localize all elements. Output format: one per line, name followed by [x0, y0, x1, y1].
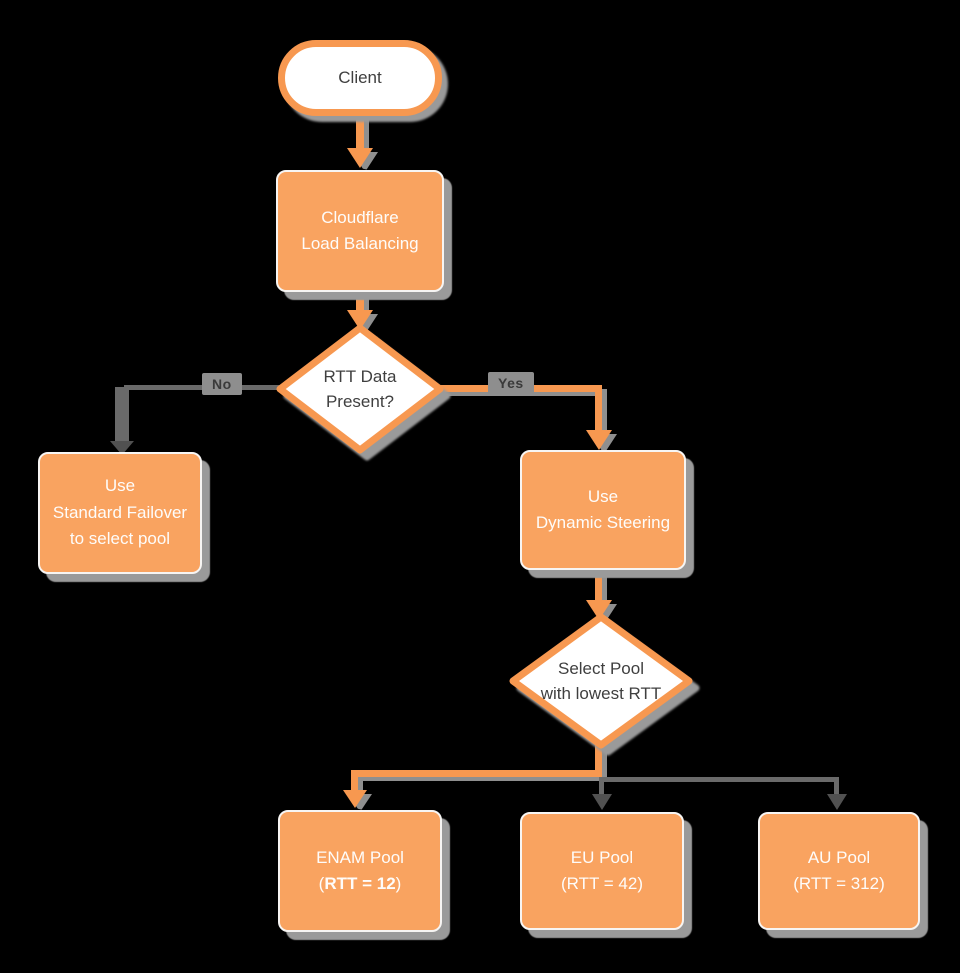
node-dynamic-steering-line2: Dynamic Steering: [535, 513, 671, 532]
node-dynamic-steering-label: Use Dynamic Steering: [536, 484, 670, 537]
edge-label-yes: Yes: [488, 372, 534, 394]
arrowhead-client-cloudflare: [347, 148, 373, 171]
edge-label-no: No: [202, 373, 242, 395]
arrowhead-selectpool-eu: [592, 794, 612, 813]
node-standard-failover-line3: to select pool: [69, 529, 171, 549]
node-enam-pool-label: ENAM Pool (RTT = 12): [316, 845, 404, 898]
node-cloudflare-load-balancing: Cloudflare Load Balancing: [276, 170, 444, 292]
node-cloudflare-line1: Cloudflare: [321, 207, 399, 227]
node-eu-pool-line2: (RTT = 42): [560, 874, 644, 893]
node-au-pool-line2: (RTT = 312): [793, 874, 885, 893]
node-eu-pool-label: EU Pool (RTT = 42): [561, 845, 643, 898]
node-dynamic-steering-line1: Use: [587, 486, 619, 506]
node-eu-pool: EU Pool (RTT = 42): [520, 812, 684, 930]
enam-rtt-value: RTT = 12: [324, 874, 396, 893]
edge-selectpool-enam-v: [351, 775, 358, 792]
node-cloudflare-line2: Load Balancing: [301, 234, 419, 253]
edge-cloudflare-rtt: [356, 292, 364, 312]
edge-selectpool-au-h: [601, 777, 838, 782]
node-select-pool-shape: [509, 613, 693, 749]
node-enam-pool-line1: ENAM Pool: [316, 847, 404, 867]
arrowhead-selectpool-enam: [343, 790, 367, 811]
node-standard-failover: Use Standard Failover to select pool: [38, 452, 202, 574]
edge-dynamic-selectpool: [595, 568, 602, 602]
node-rtt-decision-line2: Present?: [325, 392, 395, 411]
node-au-pool-label: AU Pool (RTT = 312): [793, 845, 885, 898]
edge-selectpool-eu-v: [599, 777, 604, 796]
node-rtt-decision-label: RTT Data Present?: [323, 364, 396, 415]
arrowhead-selectpool-au: [827, 794, 847, 813]
node-select-pool-line1: Select Pool: [557, 658, 644, 678]
node-select-pool: Select Pool with lowest RTT: [508, 612, 694, 750]
node-dynamic-steering: Use Dynamic Steering: [520, 450, 686, 570]
node-standard-failover-line1: Use: [104, 476, 136, 496]
node-enam-pool-line2: (RTT = 12): [316, 871, 404, 897]
edge-selectpool-enam-h: [351, 770, 602, 777]
edge-rtt-dynamic-v: [595, 385, 602, 432]
node-standard-failover-line2: Standard Failover: [52, 502, 188, 522]
edge-client-cloudflare: [356, 112, 364, 150]
node-rtt-decision-line1: RTT Data: [323, 366, 397, 386]
node-select-pool-label: Select Pool with lowest RTT: [541, 656, 662, 707]
node-au-pool: AU Pool (RTT = 312): [758, 812, 920, 930]
node-cloudflare-label: Cloudflare Load Balancing: [301, 205, 418, 258]
node-rtt-decision-shape: [276, 324, 444, 454]
node-standard-failover-label: Use Standard Failover to select pool: [53, 473, 187, 552]
edge-selectpool-down: [595, 745, 602, 775]
edge-selectpool-au-v: [834, 777, 839, 796]
node-enam-pool: ENAM Pool (RTT = 12): [278, 810, 442, 932]
node-client: Client: [278, 40, 442, 116]
enam-rtt-paren-close: ): [395, 874, 402, 893]
node-rtt-decision: RTT Data Present?: [274, 323, 446, 455]
node-eu-pool-line1: EU Pool: [570, 847, 634, 867]
node-select-pool-line2: with lowest RTT: [540, 684, 662, 703]
node-client-label: Client: [338, 68, 382, 87]
node-au-pool-line1: AU Pool: [807, 847, 871, 867]
edge-rtt-failover-v: [115, 387, 129, 443]
enam-rtt-paren-open: (: [318, 874, 325, 893]
